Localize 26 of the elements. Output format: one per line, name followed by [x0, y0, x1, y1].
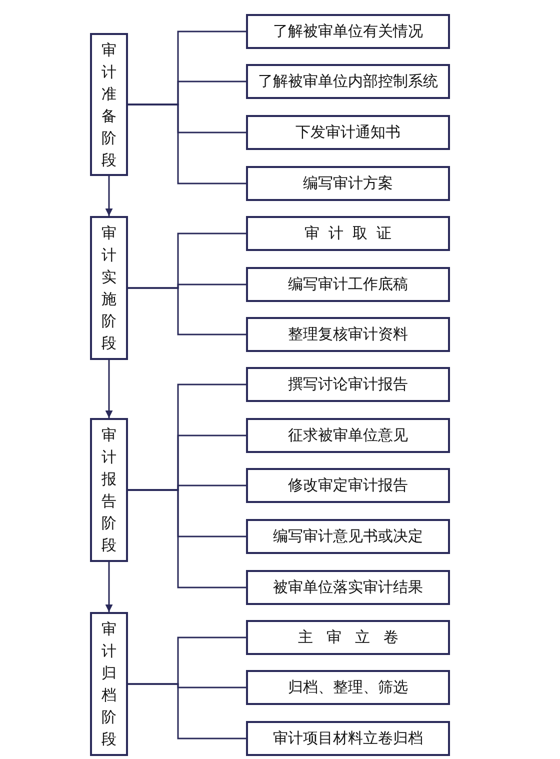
step-box: 编写审计意见书或决定 — [246, 519, 450, 554]
step-box: 下发审计通知书 — [246, 115, 450, 150]
stage-box: 审计准备阶段 — [90, 33, 128, 176]
step-box: 主审立卷 — [246, 620, 450, 655]
step-box: 编写审计方案 — [246, 166, 450, 201]
step-box: 被审单位落实审计结果 — [246, 570, 450, 605]
step-box: 归档、整理、筛选 — [246, 670, 450, 705]
step-box: 了解被审单位有关情况 — [246, 14, 450, 49]
stage-box: 审计归档阶段 — [90, 612, 128, 756]
step-box: 征求被审单位意见 — [246, 418, 450, 453]
step-box: 审计项目材料立卷归档 — [246, 721, 450, 756]
connector — [128, 287, 246, 336]
step-box: 了解被审单位内部控制系统 — [246, 64, 450, 99]
connector — [128, 489, 246, 588]
connector — [128, 104, 246, 184]
step-box: 编写审计工作底稿 — [246, 267, 450, 302]
connector — [128, 683, 246, 740]
stage-box: 审计实施阶段 — [90, 216, 128, 360]
step-box: 修改审定审计报告 — [246, 468, 450, 503]
arrow — [105, 360, 113, 418]
step-box: 撰写讨论审计报告 — [246, 367, 450, 402]
arrow — [105, 176, 113, 216]
step-box: 审计取证 — [246, 216, 450, 251]
stage-box: 审计报告阶段 — [90, 418, 128, 562]
step-box: 整理复核审计资料 — [246, 317, 450, 352]
arrow — [105, 562, 113, 612]
